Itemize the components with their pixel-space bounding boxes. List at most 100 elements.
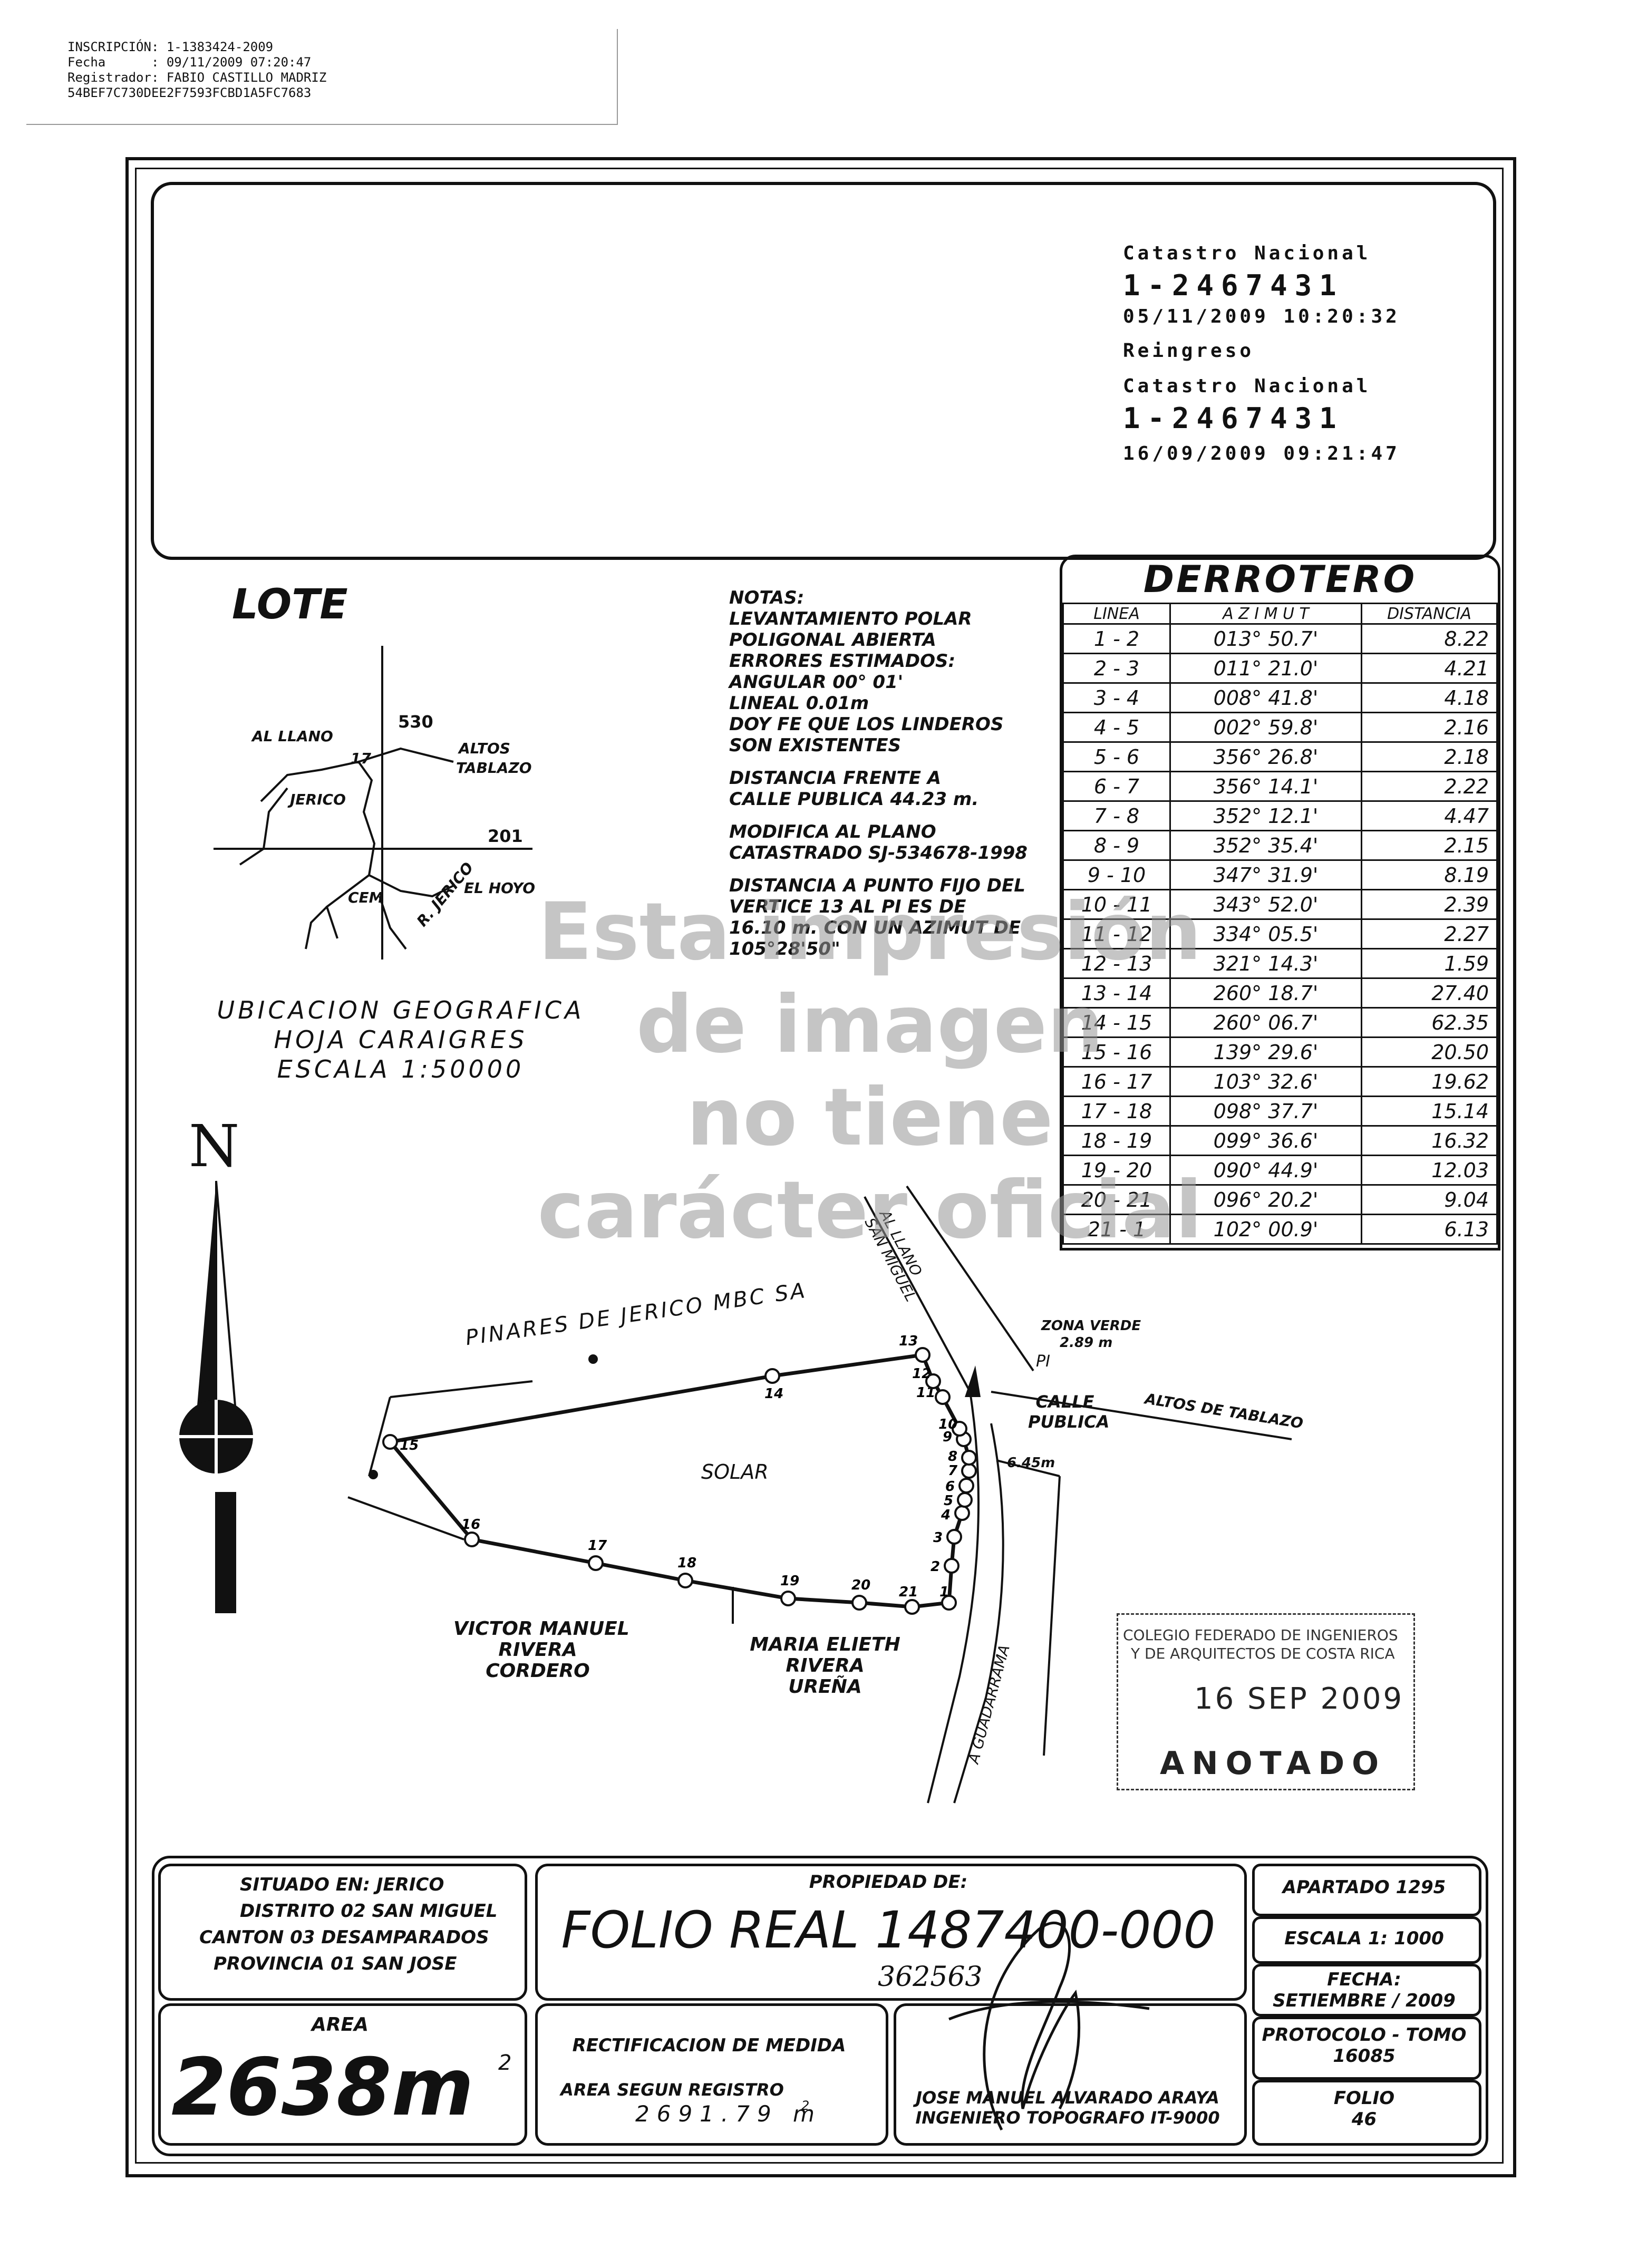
distancia-cell: 62.35 bbox=[1361, 1007, 1498, 1038]
fecha: SETIEMBRE / 2009 bbox=[1273, 1990, 1456, 2011]
distancia-cell: 20.50 bbox=[1361, 1036, 1498, 1068]
signature bbox=[948, 1922, 1150, 2131]
caption-line: UBICACION GEOGRAFICA bbox=[217, 996, 585, 1024]
map-label: CEM bbox=[348, 889, 384, 906]
protocolo-box bbox=[1252, 2017, 1481, 2080]
protocolo-tomo: 16085 bbox=[1333, 2046, 1396, 2067]
page-frame-inner bbox=[135, 168, 1504, 2164]
neighbor-line: MARIA ELIETH bbox=[750, 1634, 900, 1655]
distancia-cell: 2.16 bbox=[1361, 712, 1498, 743]
map-label: 201 bbox=[488, 826, 523, 846]
vertex-label: 21 bbox=[899, 1584, 918, 1600]
map-label: TABLAZO bbox=[456, 759, 532, 777]
vertex-marker bbox=[941, 1595, 957, 1611]
vertex-label: 18 bbox=[677, 1555, 696, 1571]
survey-notes: NOTAS: LEVANTAMIENTO POLAR POLIGONAL ABI… bbox=[729, 587, 1028, 959]
folio-label: FOLIO bbox=[1333, 2088, 1395, 2109]
vertex-marker bbox=[957, 1492, 973, 1508]
zona-verde-dist: 2.89 m bbox=[1060, 1335, 1113, 1351]
linea-cell: 18 - 19 bbox=[1062, 1125, 1171, 1156]
north-arrow bbox=[179, 1180, 253, 1613]
note-line: CATASTRADO SJ-534678-1998 bbox=[729, 842, 1028, 864]
watermark-line: Esta impresión bbox=[538, 886, 1202, 978]
engineer-title: INGENIERO TOPOGRAFO IT-9000 bbox=[915, 2108, 1220, 2128]
azimut-cell: 102° 00.9' bbox=[1169, 1214, 1362, 1245]
azimut-cell: 356° 26.8' bbox=[1169, 741, 1362, 772]
stamp-date: 16 SEP 2009 bbox=[1194, 1682, 1404, 1716]
watermark: Esta impresión de imagen no tiene caráct… bbox=[422, 886, 1318, 1257]
page-frame-outer bbox=[125, 157, 1516, 2177]
note-line: DOY FE QUE LOS LINDEROS bbox=[729, 714, 1004, 735]
neighbor-sw2: MARIA ELIETH RIVERA UREÑA bbox=[743, 1634, 907, 1698]
note-line: SON EXISTENTES bbox=[729, 735, 902, 756]
neighbor-sw1: VICTOR MANUEL RIVERA CORDERO bbox=[453, 1618, 629, 1682]
azimut-cell: 321° 14.3' bbox=[1169, 948, 1362, 979]
neighbor-line: CORDERO bbox=[486, 1660, 590, 1682]
derrotero-title: DERROTERO bbox=[1143, 558, 1417, 601]
stamp-line: COLEGIO FEDERADO DE INGENIEROS bbox=[1123, 1626, 1398, 1644]
apartado: APARTADO 1295 bbox=[1282, 1877, 1446, 1898]
vertex-marker bbox=[780, 1591, 796, 1606]
map-label: ALTOS bbox=[459, 740, 510, 757]
linea-cell: 8 - 9 bbox=[1062, 830, 1171, 861]
vertex-label: 9 bbox=[943, 1429, 952, 1445]
note-line: CALLE PUBLICA 44.23 m. bbox=[729, 789, 979, 810]
title-block bbox=[152, 1856, 1488, 2156]
rectificacion-label: RECTIFICACION DE MEDIDA bbox=[572, 2035, 846, 2056]
registration-info: INSCRIPCIÓN: 1-1383424-2009 Fecha : 09/1… bbox=[67, 40, 326, 101]
linea-cell: 9 - 10 bbox=[1062, 859, 1171, 890]
note-line: MODIFICA AL PLANO bbox=[729, 821, 936, 842]
distancia-cell: 4.47 bbox=[1361, 800, 1498, 831]
vertex-label: 7 bbox=[948, 1463, 958, 1479]
situado-line: SITUADO EN: JERICO bbox=[240, 1874, 444, 1895]
width-label: 6.45m bbox=[1007, 1455, 1055, 1471]
calle-line: CALLE bbox=[1035, 1392, 1094, 1412]
azimut-cell: 013° 50.7' bbox=[1169, 623, 1362, 654]
azimut-cell: 352° 35.4' bbox=[1169, 830, 1362, 861]
linea-cell: 5 - 6 bbox=[1062, 741, 1171, 772]
note-line: ERRORES ESTIMADOS: bbox=[729, 651, 956, 672]
vertex-marker bbox=[764, 1368, 780, 1384]
azimut-cell: 096° 20.2' bbox=[1169, 1184, 1362, 1215]
distancia-cell: 12.03 bbox=[1361, 1155, 1498, 1186]
note-line: DISTANCIA A PUNTO FIJO DEL bbox=[729, 875, 1025, 896]
azimut-cell: 343° 52.0' bbox=[1169, 889, 1362, 920]
vertex-label: 17 bbox=[588, 1538, 607, 1554]
propiedad-label: PROPIEDAD DE: bbox=[809, 1872, 968, 1893]
catastro-label: Catastro Nacional bbox=[1123, 375, 1371, 397]
watermark-line: no tiene bbox=[686, 1072, 1053, 1164]
distancia-cell: 4.21 bbox=[1361, 653, 1498, 684]
area-registro-value: 2691.79 m bbox=[635, 2101, 822, 2127]
protocolo: PROTOCOLO - TOMO bbox=[1262, 2024, 1467, 2046]
note-line: LEVANTAMIENTO POLAR bbox=[729, 608, 972, 629]
location-caption: UBICACION GEOGRAFICA HOJA CARAIGRES ESCA… bbox=[179, 995, 622, 1084]
neighbor-line: RIVERA bbox=[498, 1639, 577, 1661]
distancia-cell: 16.32 bbox=[1361, 1125, 1498, 1156]
vertex-label: 20 bbox=[851, 1577, 870, 1593]
area-registro-sup: 2 bbox=[801, 2098, 810, 2113]
fecha-label: FECHA: bbox=[1327, 1969, 1401, 1990]
vertex-marker bbox=[944, 1558, 960, 1574]
engineer-box bbox=[894, 2003, 1247, 2146]
neighbor-line: UREÑA bbox=[788, 1676, 862, 1698]
azimut-cell: 090° 44.9' bbox=[1169, 1155, 1362, 1186]
derrotero-table: DERROTERO LINEA A Z I M U T DISTANCIA 1 … bbox=[1060, 555, 1500, 1251]
registration-line: Registrador: FABIO CASTILLO MADRIZ bbox=[67, 70, 327, 85]
azimut-cell: 103° 32.6' bbox=[1169, 1066, 1362, 1097]
neighbor-line: RIVERA bbox=[786, 1655, 865, 1676]
catastro-box bbox=[151, 182, 1496, 560]
vertex-marker bbox=[961, 1463, 977, 1479]
distancia-cell: 2.22 bbox=[1361, 771, 1498, 802]
watermark-line: de imagen bbox=[636, 979, 1104, 1071]
linea-cell: 15 - 16 bbox=[1062, 1036, 1171, 1068]
vertex-label: 3 bbox=[933, 1530, 943, 1546]
vertex-label: 4 bbox=[941, 1507, 951, 1523]
